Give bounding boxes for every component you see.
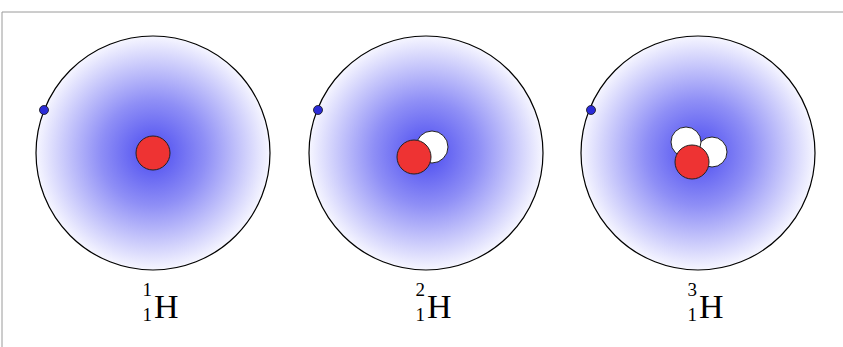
mass-number: 2: [405, 280, 425, 299]
element-symbol: H: [154, 290, 179, 324]
frame-line: [2, 12, 3, 347]
element-symbol: H: [699, 290, 724, 324]
protium-atom: [36, 36, 270, 270]
deuterium-atom: [309, 36, 543, 270]
mass-number: 3: [677, 280, 697, 299]
atomic-number: 1: [677, 305, 697, 324]
mass-number: 1: [132, 280, 152, 299]
atomic-number: 1: [405, 305, 425, 324]
atomic-number: 1: [132, 305, 152, 324]
tritium-atom: [581, 36, 815, 270]
element-symbol: H: [427, 290, 452, 324]
frame-line: [2, 12, 843, 13]
